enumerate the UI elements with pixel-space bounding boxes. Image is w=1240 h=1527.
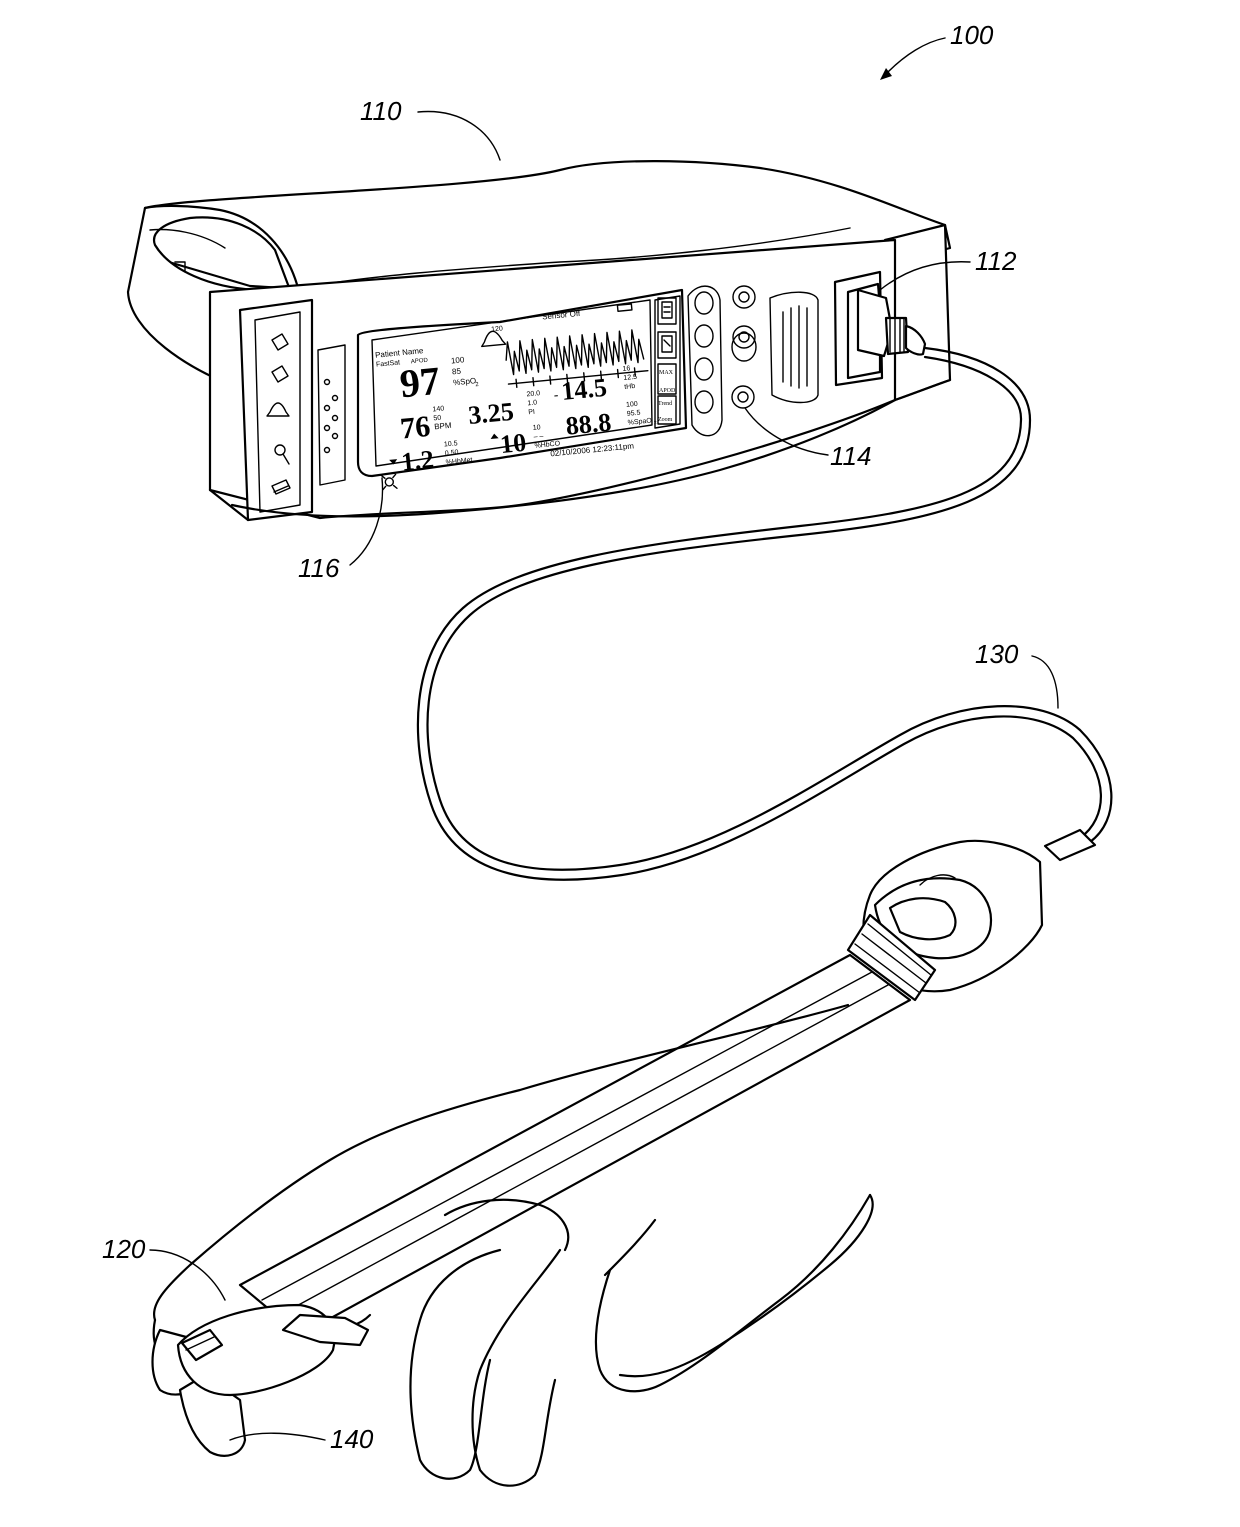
thb-value: 14.5 [560,373,608,406]
thb-low: 12.5 [623,374,637,382]
alarm-limit: 120 [491,325,503,333]
waveform-tick [516,379,517,387]
label-116: 116 [298,553,340,583]
softkey-4-line1: Trend [658,401,672,407]
bpm-high: 140 [432,405,444,413]
softkey-3-line1: MAX [659,370,674,376]
pi-unit: PI [528,409,535,417]
leader-130 [1032,656,1058,708]
spoc-value: 88.8 [564,407,612,440]
label-120: 120 [102,1234,146,1264]
label-140: 140 [330,1424,374,1454]
pi-low: 1.0 [527,399,537,407]
co-low: – – [533,433,543,441]
label-100: 100 [950,20,994,50]
thb-unit: tHb [624,383,636,391]
spoc-low: 95.5 [627,410,641,418]
pi-value: 3.25 [467,397,515,430]
leader-100 [888,38,945,72]
label-114: 114 [830,441,871,471]
monitor-device: MAX APOD Trend Zoom [128,161,950,520]
leader-120 [150,1250,225,1300]
co-value: 10 [499,428,528,459]
bpm-value: 76 [399,410,432,446]
met-high: 10.5 [444,440,458,448]
waveform-tick [618,370,619,378]
spoc-high: 100 [626,401,638,409]
label-112: 112 [975,246,1017,276]
bpm-unit: BPM [434,421,452,432]
thb-high: 16 [622,365,631,373]
softkey-3-line2: APOD [659,388,676,394]
met-value: 1.2 [400,445,435,477]
co-high: 10 [532,424,541,432]
waveform-tick [533,378,534,386]
pi-high: 20.0 [526,390,540,398]
spo2-high: 100 [451,355,466,365]
leader-110 [418,112,500,160]
label-110: 110 [360,96,402,126]
spo2-low: 85 [452,367,462,377]
softkey-4-line2: Zoom [658,417,673,423]
cable-connector [240,841,1042,1335]
met-low: 0.50 [445,449,459,457]
label-130: 130 [975,639,1019,669]
waveform-tick [550,376,551,384]
spo2-value: 97 [398,358,442,407]
